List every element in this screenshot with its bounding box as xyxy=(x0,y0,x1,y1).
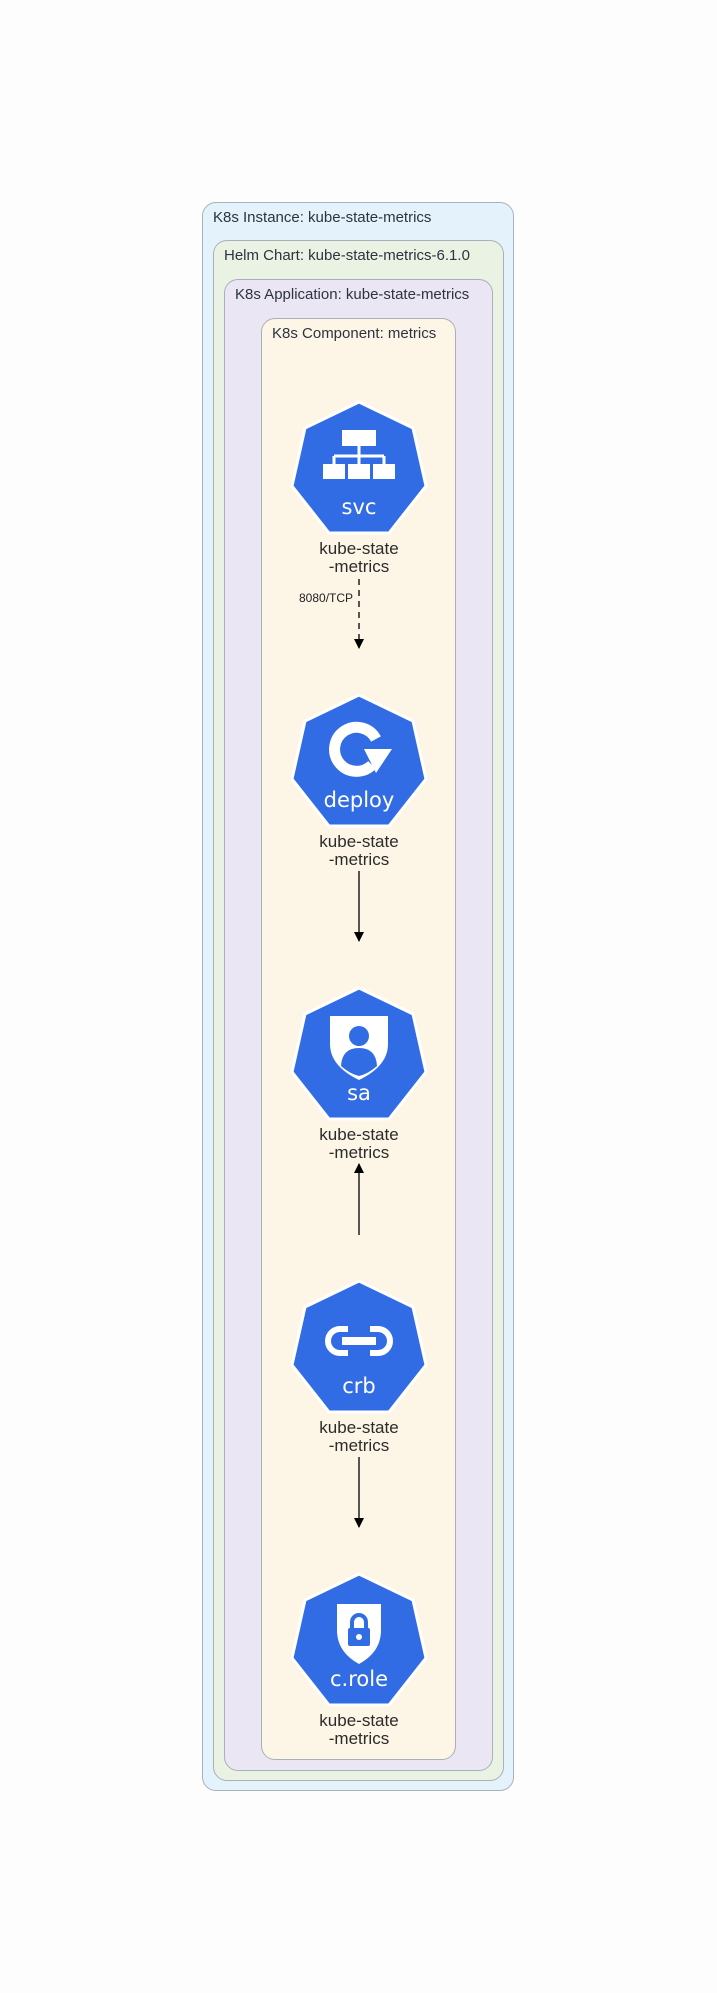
service-account-icon: sa xyxy=(290,986,428,1121)
node-service[interactable]: svc kube-state -metrics xyxy=(290,400,428,576)
cluster-component-title: K8s Component: metrics xyxy=(272,325,437,342)
node-kind-deploy: deploy xyxy=(324,788,395,812)
cluster-application-title: K8s Application: kube-state-metrics xyxy=(235,286,470,303)
node-kind-svc: svc xyxy=(342,495,377,519)
node-name: kube-state -metrics xyxy=(319,832,399,869)
cluster-role-icon: c.role xyxy=(290,1572,428,1707)
node-service-account[interactable]: sa kube-state -metrics xyxy=(290,986,428,1162)
cluster-instance-title: K8s Instance: kube-state-metrics xyxy=(213,209,432,226)
deployment-icon: deploy xyxy=(290,693,428,828)
edge-label-port: 8080/TCP xyxy=(299,591,354,605)
service-icon: svc xyxy=(290,400,428,535)
node-name: kube-state -metrics xyxy=(319,1711,399,1748)
cluster-helm-title: Helm Chart: kube-state-metrics-6.1.0 xyxy=(224,247,470,264)
cluster-role-binding-icon: crb xyxy=(290,1279,428,1414)
node-kind-crb: crb xyxy=(342,1374,376,1398)
node-cluster-role-binding[interactable]: crb kube-state -metrics xyxy=(290,1279,428,1455)
node-deployment[interactable]: deploy kube-state -metrics xyxy=(290,693,428,869)
node-name: kube-state -metrics xyxy=(319,1418,399,1455)
node-cluster-role[interactable]: c.role kube-state -metrics xyxy=(290,1572,428,1748)
node-name: kube-state -metrics xyxy=(319,539,399,576)
node-kind-sa: sa xyxy=(347,1081,371,1105)
node-kind-crole: c.role xyxy=(330,1667,388,1691)
node-name: kube-state -metrics xyxy=(319,1125,399,1162)
